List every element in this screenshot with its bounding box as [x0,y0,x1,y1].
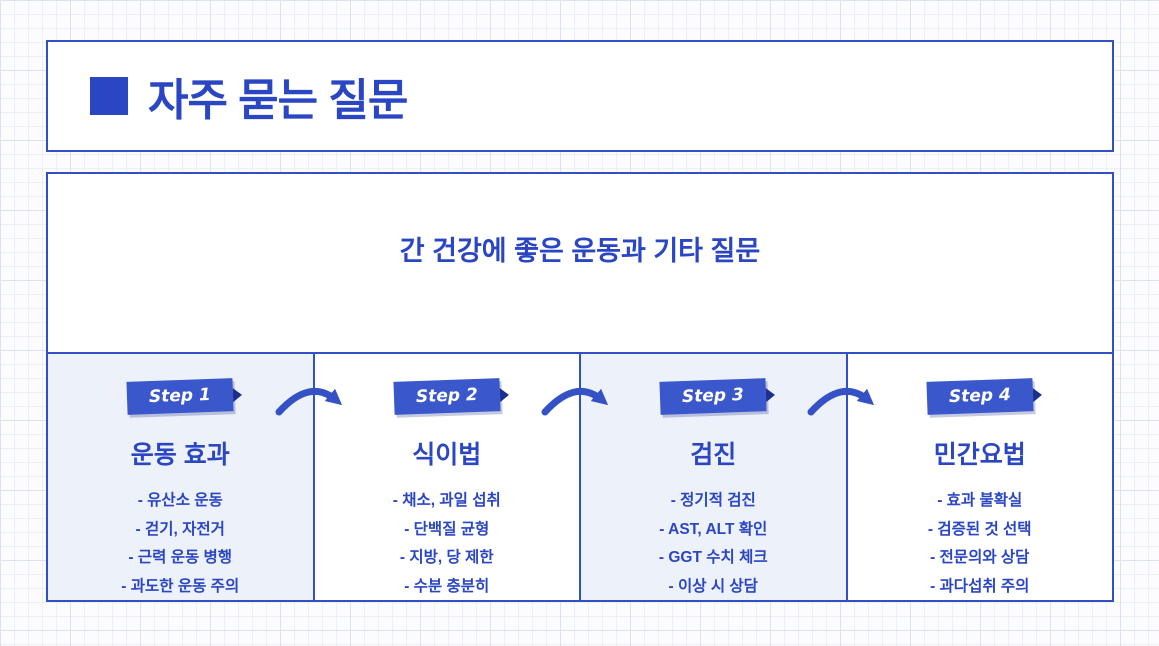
step-4-title: 민간요법 [933,441,1026,469]
step-badge-label: Step 2 [415,384,478,408]
step-item: - 유산소 운동 [137,492,223,509]
step-1-title: 운동 효과 [130,441,230,469]
title-bar: 자주 묻는 질문 [46,40,1114,152]
step-item: - 단백질 균형 [404,520,490,538]
step-badge-label: Step 1 [148,384,212,408]
step-item: - 과도한 운동 주의 [121,578,240,596]
step-item: - 근력 운동 병행 [128,549,233,567]
step-3-badge: Step 3 [659,378,767,415]
step-2-list: - 채소, 과일 섭취 - 단백질 균형 - 지방, 당 제한 - 수분 충분히 [315,487,580,602]
step-item: - 지방, 당 제한 [399,549,494,567]
step-item: - 이상 시 상담 [668,578,758,596]
title-square-icon [90,77,128,115]
step-item: - 효과 불확실 [937,492,1023,509]
step-2-badge: Step 2 [393,378,501,415]
step-4-badge: Step 4 [926,378,1034,415]
step-column-4: Step 4 민간요법 - 효과 불확실 - 검증된 것 선택 - 전문의와 상… [845,354,1113,602]
step-1-badge: Step 1 [126,378,234,415]
step-item: - 걷기, 자전거 [135,520,225,538]
steps-row: Step 1 운동 효과 - 유산소 운동 - 걷기, 자전거 - 근력 운동 … [48,352,1112,600]
step-3-title: 검진 [690,441,737,469]
step-3-list: - 정기적 검진 - AST, ALT 확인 - GGT 수치 체크 - 이상 … [581,487,846,602]
step-2-title: 식이법 [412,441,482,469]
step-badge-label: Step 4 [948,384,1011,408]
step-item: - AST, ALT 확인 [659,520,768,538]
step-badge-label: Step 3 [681,384,745,408]
step-column-2: Step 2 식이법 - 채소, 과일 섭취 - 단백질 균형 - 지방, 당 … [312,354,580,602]
content-panel: 간 건강에 좋은 운동과 기타 질문 Step 1 운동 효과 - 유산소 운동… [46,172,1114,602]
step-1-list: - 유산소 운동 - 걷기, 자전거 - 근력 운동 병행 - 과도한 운동 주… [48,487,313,602]
page-title: 자주 묻는 질문 [148,76,408,125]
step-4-list: - 효과 불확실 - 검증된 것 선택 - 전문의와 상담 - 과다섭취 주의 [848,487,1113,602]
step-item: - 검증된 것 선택 [927,520,1032,538]
step-item: - 정기적 검진 [670,492,756,509]
step-item: - GGT 수치 체크 [658,549,768,567]
step-item: - 채소, 과일 섭취 [392,492,501,509]
step-item: - 전문의와 상담 [930,549,1030,567]
step-column-3: Step 3 검진 - 정기적 검진 - AST, ALT 확인 - GGT 수… [579,354,846,600]
section-heading: 간 건강에 좋은 운동과 기타 질문 [399,236,761,266]
step-item: - 과다섭취 주의 [930,578,1030,596]
step-item: - 수분 충분히 [404,578,490,596]
step-column-1: Step 1 운동 효과 - 유산소 운동 - 걷기, 자전거 - 근력 운동 … [48,354,313,600]
